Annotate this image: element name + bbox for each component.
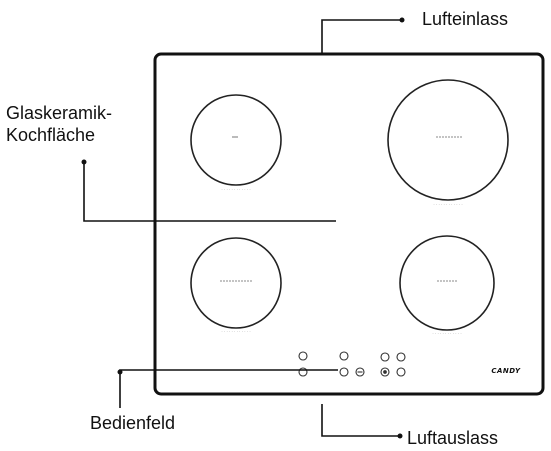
air-outlet-leader: [321, 404, 398, 437]
lock-icon: [380, 352, 390, 377]
brand-logo: CANDY: [491, 367, 521, 375]
glass-ceramic-leader: [83, 162, 336, 222]
air-inlet-leader: [321, 19, 400, 54]
control-panel-label: Bedienfeld: [90, 413, 176, 433]
burner-top-right: · · · · · · · · · · · ·: [387, 79, 509, 207]
svg-text:· · · · · · · · · · · ·: · · · · · · · · · · · ·: [433, 202, 462, 207]
boost-icon: [396, 352, 406, 377]
minus-icon: [355, 367, 365, 377]
glass-ceramic-label-line2: Kochfläche: [6, 125, 96, 145]
air-inlet-label: Lufteinlass: [422, 9, 509, 29]
timer-icon: [339, 351, 349, 377]
cooktop-outline: [153, 52, 545, 396]
control-panel-icons: [298, 351, 406, 377]
svg-text:· · · · · · · · · · · ·: · · · · · · · · · · · ·: [221, 329, 250, 334]
burner-bottom-right: · · · · · · · · · · · ·: [399, 235, 495, 336]
burner-top-left: · · · · · · · · · · · ·: [190, 94, 282, 192]
svg-text:· · · · · · · · · · · ·: · · · · · · · · · · · ·: [221, 187, 250, 192]
air-outlet-label: Luftauslass: [407, 428, 499, 448]
svg-text:· · · · · · · · · · · ·: · · · · · · · · · · · ·: [432, 331, 461, 336]
power-icon: [298, 351, 308, 377]
burner-bottom-left: · · · · · · · · · · · ·: [190, 237, 282, 334]
glass-ceramic-label: Glaskeramik- Kochfläche: [6, 102, 112, 146]
glass-ceramic-label-line1: Glaskeramik-: [6, 103, 113, 123]
